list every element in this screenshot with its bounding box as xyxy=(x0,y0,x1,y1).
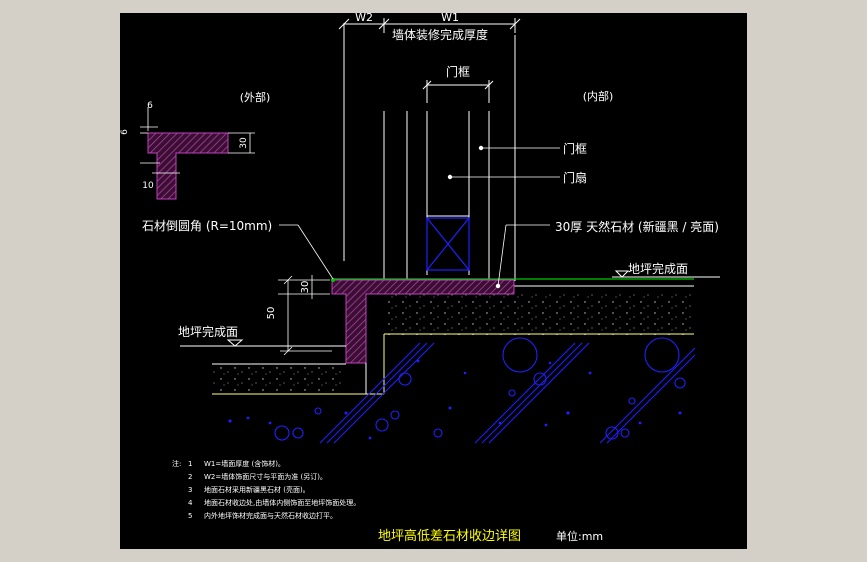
detail-dim-thickness: 30 xyxy=(239,137,249,149)
notes-block: 注: 1 W1=墙面厚度 (含饰材)。 2 W2=墙体饰面尺寸与平面为准 (另订… xyxy=(172,459,360,520)
door-frame-dimension xyxy=(422,80,494,103)
note-number-5: 5 xyxy=(188,512,192,520)
note-number-4: 4 xyxy=(188,499,193,507)
level-difference-dim: 50 xyxy=(266,307,277,320)
note-number-1: 1 xyxy=(188,460,192,468)
detail-drawing: W2 W1 墙体装修完成厚度 门框 (外部) (内部) 6 6 30 10 xyxy=(120,13,720,544)
unit-label: 单位:mm xyxy=(556,529,603,543)
gravel-dots xyxy=(228,359,682,440)
note-1: W1=墙面厚度 (含饰材)。 xyxy=(204,459,285,468)
floor-finish-high-label: 地坪完成面 xyxy=(628,261,688,276)
notes-prefix: 注: xyxy=(172,459,181,468)
interior-label: (内部) xyxy=(583,89,614,103)
detail-dim-left: 6 xyxy=(120,129,130,135)
cad-drawing-sheet: W2 W1 墙体装修完成厚度 门框 (外部) (内部) 6 6 30 10 xyxy=(120,13,747,549)
door-bottom-box xyxy=(426,217,470,271)
note-4: 地面石材收边处,由墙体内侧饰面至地坪饰面处理。 xyxy=(204,498,360,507)
note-3: 地面石材采用新疆黑石材 (亮面)。 xyxy=(204,485,310,494)
stone-thickness-dim: 30 xyxy=(300,281,311,294)
level-dimensions xyxy=(278,275,332,356)
door-leaders xyxy=(447,145,560,180)
top-dimension xyxy=(338,18,521,261)
stone-chamfer-label: 石材倒圆角 (R=10mm) xyxy=(142,219,272,233)
detail-dim-top: 6 xyxy=(147,101,153,111)
floor-finish-low-label: 地坪完成面 xyxy=(178,324,238,339)
note-number-2: 2 xyxy=(188,473,192,481)
note-number-3: 3 xyxy=(188,486,192,494)
exterior-label: (外部) xyxy=(240,90,271,104)
gravel-layer xyxy=(274,337,696,444)
stone-spec-label: 30厚 天然石材 (新疆黑 / 亮面) xyxy=(555,219,719,234)
stone-spec-leader xyxy=(495,224,550,289)
note-5: 内外地坪饰材完成面与天然石材收边打平。 xyxy=(204,511,337,520)
w2-label: W2 xyxy=(355,13,373,24)
exterior-floor xyxy=(180,334,385,395)
interior-floor xyxy=(332,278,694,335)
w1-label: W1 xyxy=(441,13,459,24)
detail-dim-leg: 10 xyxy=(142,181,154,191)
door-frame-label: 门框 xyxy=(563,141,587,156)
corner-detail xyxy=(140,107,255,200)
door-frame-top-label: 门框 xyxy=(446,64,470,79)
door-leaf-label: 门扇 xyxy=(563,170,587,185)
wall-finish-thickness-label: 墙体装修完成厚度 xyxy=(392,27,488,42)
note-2: W2=墙体饰面尺寸与平面为准 (另订)。 xyxy=(204,472,327,481)
interior-level-marker xyxy=(612,270,720,278)
chamfer-leader xyxy=(279,224,334,280)
drawing-title: 地坪高低差石材收边详图 xyxy=(378,528,521,544)
